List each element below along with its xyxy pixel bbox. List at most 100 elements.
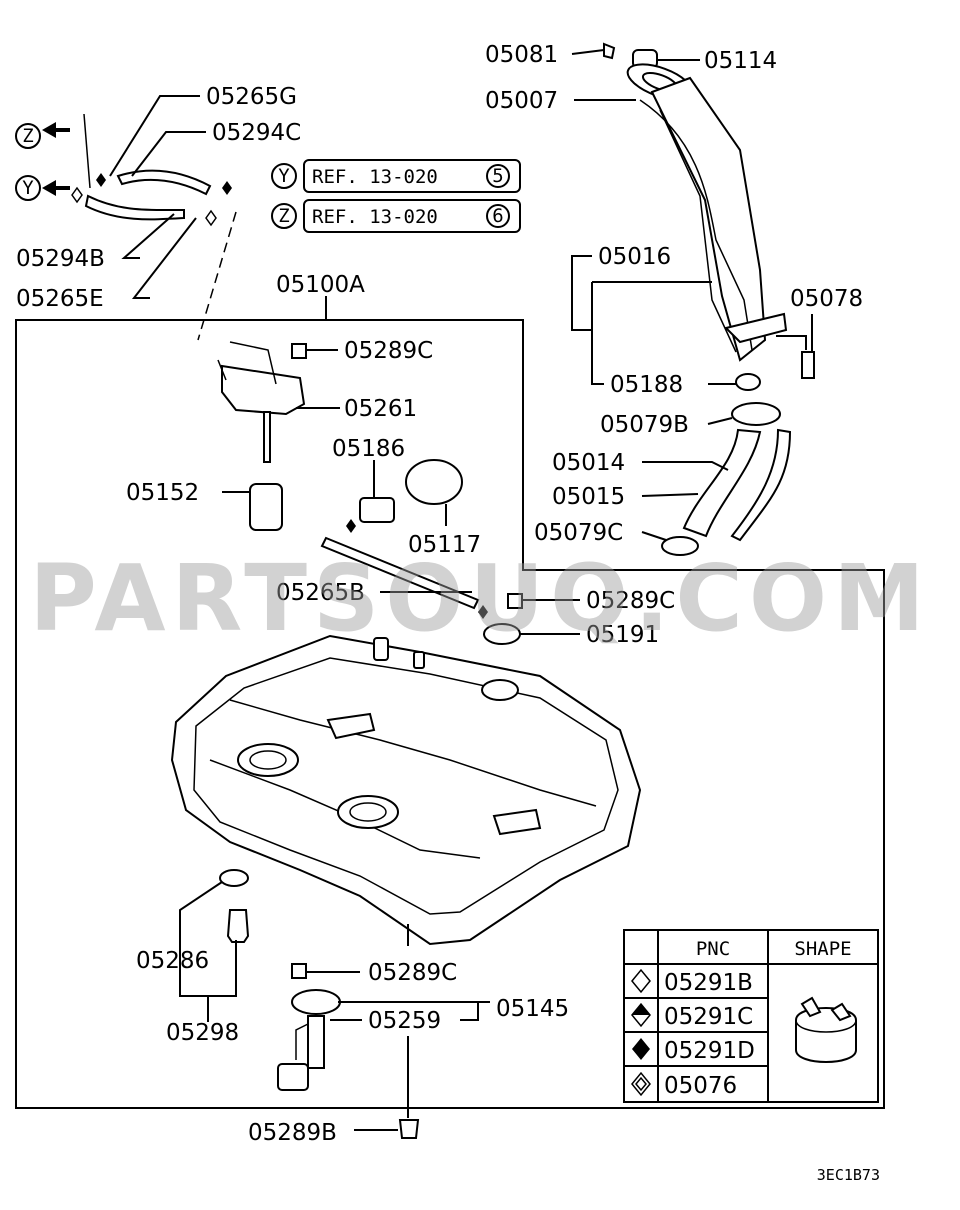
screw-part — [603, 42, 616, 60]
label-05298: 05298 — [166, 1020, 239, 1046]
open-diamond-icon — [631, 968, 651, 994]
legend-table: PNC SHAPE 05291B 05291C 05291D 05076 — [623, 929, 879, 1103]
ref-box-z — [303, 199, 521, 233]
nut-05289c-c-part — [291, 963, 307, 979]
neck-bracket — [724, 312, 788, 344]
clamp-05079c-part — [661, 536, 699, 556]
ref-marker-y: Y — [278, 165, 290, 187]
filled-diamond-icon — [478, 605, 488, 619]
marker-circle-y — [15, 175, 41, 201]
label-05014: 05014 — [552, 450, 625, 476]
plate-05261-part — [221, 364, 306, 416]
ref-box-y — [303, 159, 521, 193]
tank-port-left — [237, 743, 299, 777]
vapor-hoses — [84, 169, 212, 221]
legend-header-shape: SHAPE — [794, 938, 851, 960]
hose-05294c-part — [116, 169, 212, 196]
legend-pnc-3: 05291D — [664, 1038, 755, 1064]
label-05259: 05259 — [368, 1008, 441, 1034]
float-part — [277, 1063, 309, 1091]
label-05294c: 05294C — [212, 120, 301, 146]
label-05078: 05078 — [790, 286, 863, 312]
legend-border — [623, 929, 879, 1103]
pump-05117-part — [405, 459, 463, 505]
watermark-text: PARTSOUQ.COM — [29, 545, 930, 652]
label-05016: 05016 — [598, 244, 671, 270]
label-05289c-c: 05289C — [368, 960, 457, 986]
label-05265e: 05265E — [16, 286, 104, 312]
clamp-05188-part — [735, 373, 761, 391]
assembly-frame — [15, 319, 885, 1109]
label-05294b: 05294B — [16, 246, 105, 272]
marker-z-text: Z — [22, 125, 33, 147]
marker-y-text: Y — [22, 177, 34, 199]
module-flange-05145-part — [291, 989, 341, 1015]
label-05186: 05186 — [332, 436, 405, 462]
tank-port-center — [337, 795, 399, 829]
double-diamond-icon — [631, 1071, 651, 1097]
label-05191: 05191 — [586, 622, 659, 648]
z-arrow-icon — [42, 122, 70, 138]
label-05289b: 05289B — [248, 1120, 337, 1146]
open-diamond-icon — [71, 186, 83, 204]
filled-diamond-icon — [632, 1038, 650, 1060]
label-05286: 05286 — [136, 948, 209, 974]
label-05289c-b: 05289C — [586, 588, 675, 614]
nut-05289c-part — [291, 343, 307, 359]
label-05265g: 05265G — [206, 84, 297, 110]
label-05079b: 05079B — [600, 412, 689, 438]
filled-diamond-icon — [346, 519, 356, 533]
label-05265b: 05265B — [276, 580, 365, 606]
label-05100a: 05100A — [276, 272, 365, 298]
plug-05298-part — [226, 909, 250, 943]
hose-05294b-part — [84, 194, 185, 221]
label-05117: 05117 — [408, 532, 481, 558]
bolt-part — [801, 351, 815, 379]
label-05289c-a: 05289C — [344, 338, 433, 364]
tank-port-right — [481, 679, 519, 701]
fuel-filter-05186-part — [359, 497, 395, 523]
half-diamond-icon — [96, 173, 106, 187]
clamp-05079b-part — [731, 402, 781, 426]
routing-line — [197, 211, 237, 341]
label-05261: 05261 — [344, 396, 417, 422]
label-05152: 05152 — [126, 480, 199, 506]
fuel-tank-body — [170, 634, 642, 946]
pipe-05265b-part — [320, 536, 480, 610]
filter-05152-part — [249, 483, 283, 531]
module-body-part — [307, 1015, 325, 1069]
hose-05014-part — [682, 428, 762, 538]
legend-pnc-2: 05291C — [664, 1004, 753, 1030]
filler-neck-assembly — [603, 42, 815, 556]
label-05015: 05015 — [552, 484, 625, 510]
legend-pnc-1: 05291B — [664, 970, 753, 996]
reference-z: Z REF. 13-020 6 — [271, 199, 521, 233]
ref-index-z: 6 — [492, 205, 503, 227]
open-diamond-icon — [205, 209, 217, 227]
label-05081: 05081 — [485, 42, 558, 68]
ref-marker-z: Z — [278, 205, 289, 227]
filled-diamond-icon — [222, 181, 232, 195]
label-05079c: 05079C — [534, 520, 623, 546]
grommet-05286-part — [219, 869, 249, 887]
y-arrow-icon — [42, 180, 70, 196]
label-05114: 05114 — [704, 48, 777, 74]
ref-text-y: REF. 13-020 — [312, 166, 438, 188]
marker-circle-z — [15, 123, 41, 149]
label-05007: 05007 — [485, 88, 558, 114]
sender-unit — [217, 341, 307, 531]
legend-pnc-4: 05076 — [664, 1073, 737, 1099]
clamp-shape-icon — [795, 996, 857, 1063]
ref-index-y: 5 — [492, 165, 503, 187]
drawing-code: 3EC1B73 — [817, 1166, 880, 1184]
bolt-05289b-part — [398, 1119, 420, 1139]
ref-text-z: REF. 13-020 — [312, 206, 438, 228]
hose-05015-part — [730, 428, 792, 542]
label-05188: 05188 — [610, 372, 683, 398]
filler-neck-part — [650, 76, 767, 362]
legend-header-pnc: PNC — [696, 938, 730, 960]
callout-labels: 05081 05114 05007 05016 05078 05188 0507… — [16, 42, 863, 1146]
reference-y: Y REF. 13-020 5 — [271, 159, 521, 193]
tank-shell — [170, 634, 642, 946]
